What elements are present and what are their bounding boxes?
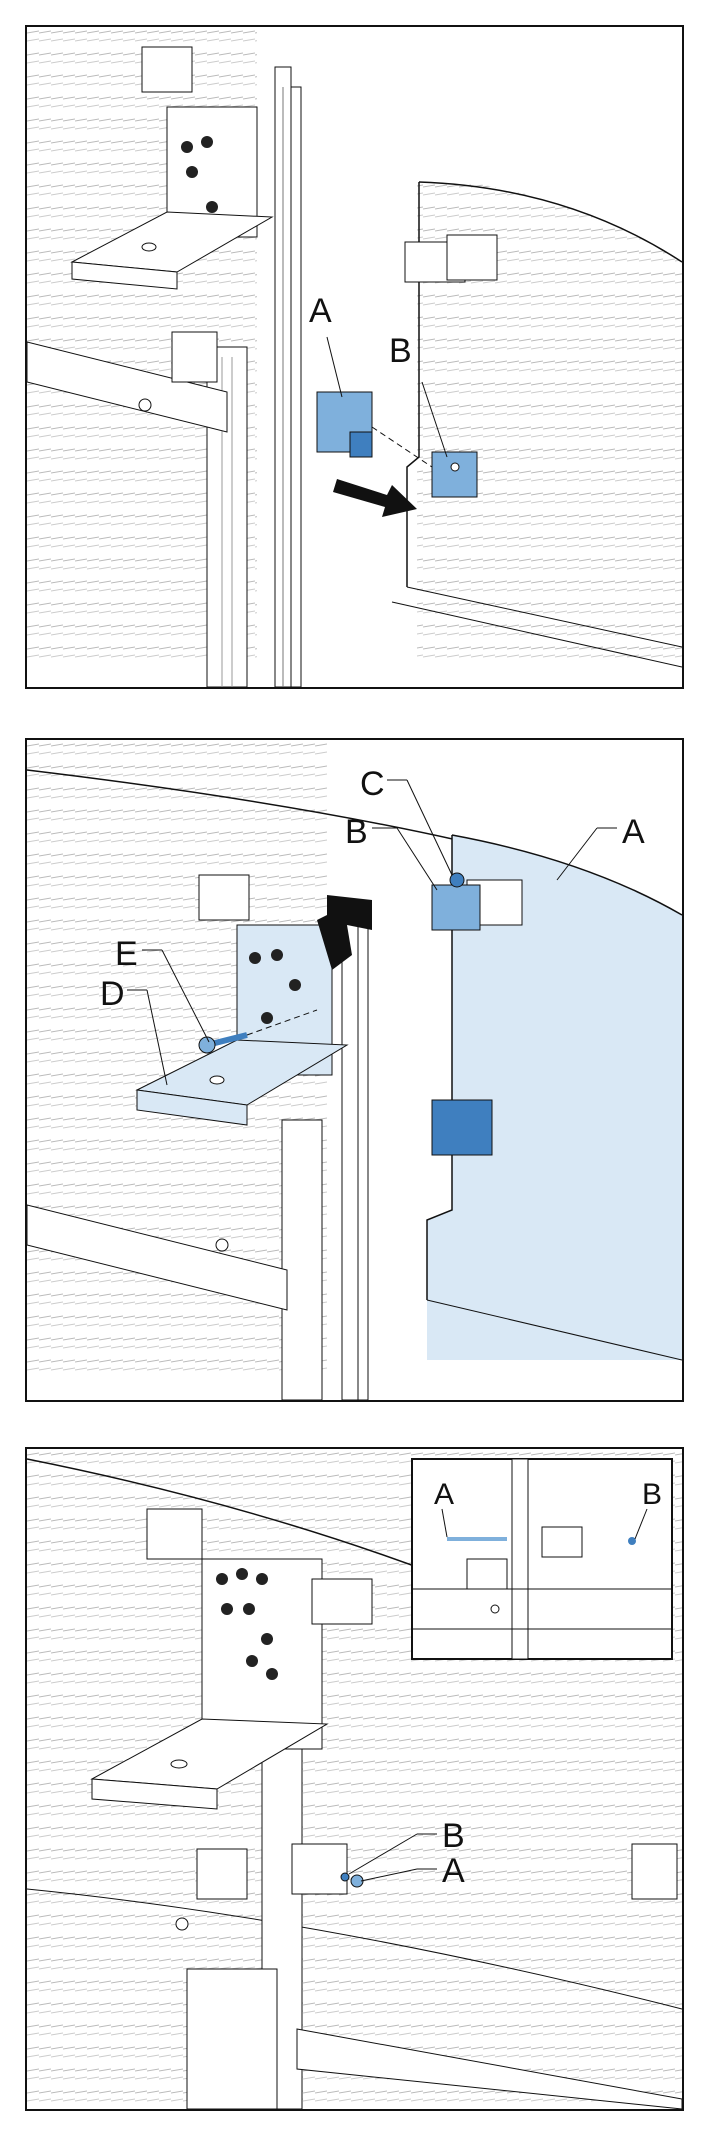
callout-c: C <box>360 765 385 803</box>
step-1-illustration: A B <box>27 27 682 687</box>
screw-e <box>198 1032 248 1054</box>
horizontal-beam <box>27 1204 288 1311</box>
inset-callout-b: B <box>642 1478 662 1511</box>
step-1-panel: A B <box>25 25 684 689</box>
insert-arrow <box>333 479 417 517</box>
callout-a: A <box>309 292 332 330</box>
part-b-block <box>431 451 478 498</box>
callout-e: E <box>115 935 138 973</box>
mounting-bracket-highlighted <box>135 874 349 1126</box>
step-3-illustration: A B B A <box>27 1449 682 2109</box>
step-2-illustration: C B A E D <box>27 740 682 1400</box>
vertical-profile-rail <box>281 899 369 1400</box>
callout-a: A <box>442 1852 465 1890</box>
callout-a: A <box>622 813 645 851</box>
part-b-block <box>431 884 481 931</box>
mounting-bracket <box>90 1508 373 1810</box>
upper-mounting-bracket <box>70 46 274 290</box>
right-wall-panel <box>391 177 682 668</box>
callout-b: B <box>389 332 412 370</box>
part-c-screw <box>449 872 465 888</box>
inset-callout-a: A <box>434 1478 454 1511</box>
callout-d: D <box>100 975 125 1013</box>
step-2-panel: C B A E D <box>25 738 684 1402</box>
horizontal-beam <box>27 331 228 433</box>
lower-clip <box>431 1099 493 1156</box>
callout-b: B <box>345 813 368 851</box>
detail-inset: A B <box>411 1458 673 1660</box>
lower-arrow <box>317 895 372 970</box>
vertical-profile-rail <box>206 66 302 687</box>
vertical-profile-rail <box>186 1748 682 2109</box>
left-wall-panel <box>27 740 327 1380</box>
step-3-panel: A B B A <box>25 1447 684 2111</box>
part-b-nut <box>340 1872 350 1882</box>
callout-b: B <box>442 1817 465 1855</box>
inset-nut-b <box>628 1537 636 1545</box>
